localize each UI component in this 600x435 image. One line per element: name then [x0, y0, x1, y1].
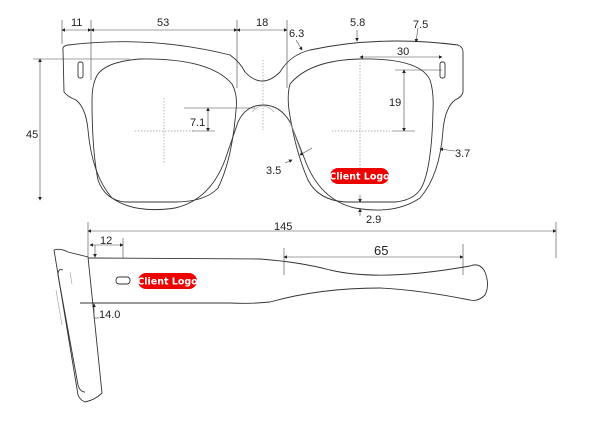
dim-bridge-rim: 6.3: [289, 28, 304, 40]
dim-temple-length: 145: [274, 221, 292, 233]
frame-outline: [62, 40, 464, 211]
dim-lens-width: 53: [157, 17, 169, 29]
front-view: 11 53 18 6.3 5.8 7.5 30 45 7.1 19 3.5 3.…: [26, 17, 470, 226]
temple-slot: [115, 276, 131, 285]
dim-top-corner: 7.5: [413, 19, 428, 31]
dim-bottom-rim: 2.9: [366, 214, 381, 226]
side-view: 145 12 65 14.0 Client Logo: [53, 221, 557, 403]
front-frame-side: [53, 248, 103, 403]
dim-temple-tip-length: 65: [374, 243, 388, 258]
svg-text:Client Logo: Client Logo: [329, 172, 390, 183]
client-logo-side: Client Logo: [137, 273, 198, 289]
dim-top-rim: 5.8: [350, 17, 365, 29]
dim-frame-height: 45: [26, 129, 38, 141]
dim-lens-half-width: 30: [397, 46, 409, 58]
dim-inner-rim-side: 3.5: [266, 165, 281, 177]
dim-hinge-offset: 12: [100, 235, 112, 247]
client-logo-front: Client Logo: [329, 168, 390, 184]
dim-outer-rim-side: 3.7: [455, 148, 470, 160]
dim-temple-block-width: 11: [71, 17, 82, 29]
temple-arm: [80, 257, 488, 304]
svg-text:Client Logo: Client Logo: [137, 277, 198, 288]
left-hinge-slot: [77, 61, 84, 79]
dim-optical-center-height: 19: [389, 97, 401, 109]
dim-temple-height: 14.0: [99, 309, 120, 321]
left-lens: [91, 58, 237, 203]
dim-bridge-width: 18: [256, 17, 268, 29]
right-lens: [287, 58, 434, 203]
dim-bridge-height-offset: 7.1: [190, 117, 205, 129]
